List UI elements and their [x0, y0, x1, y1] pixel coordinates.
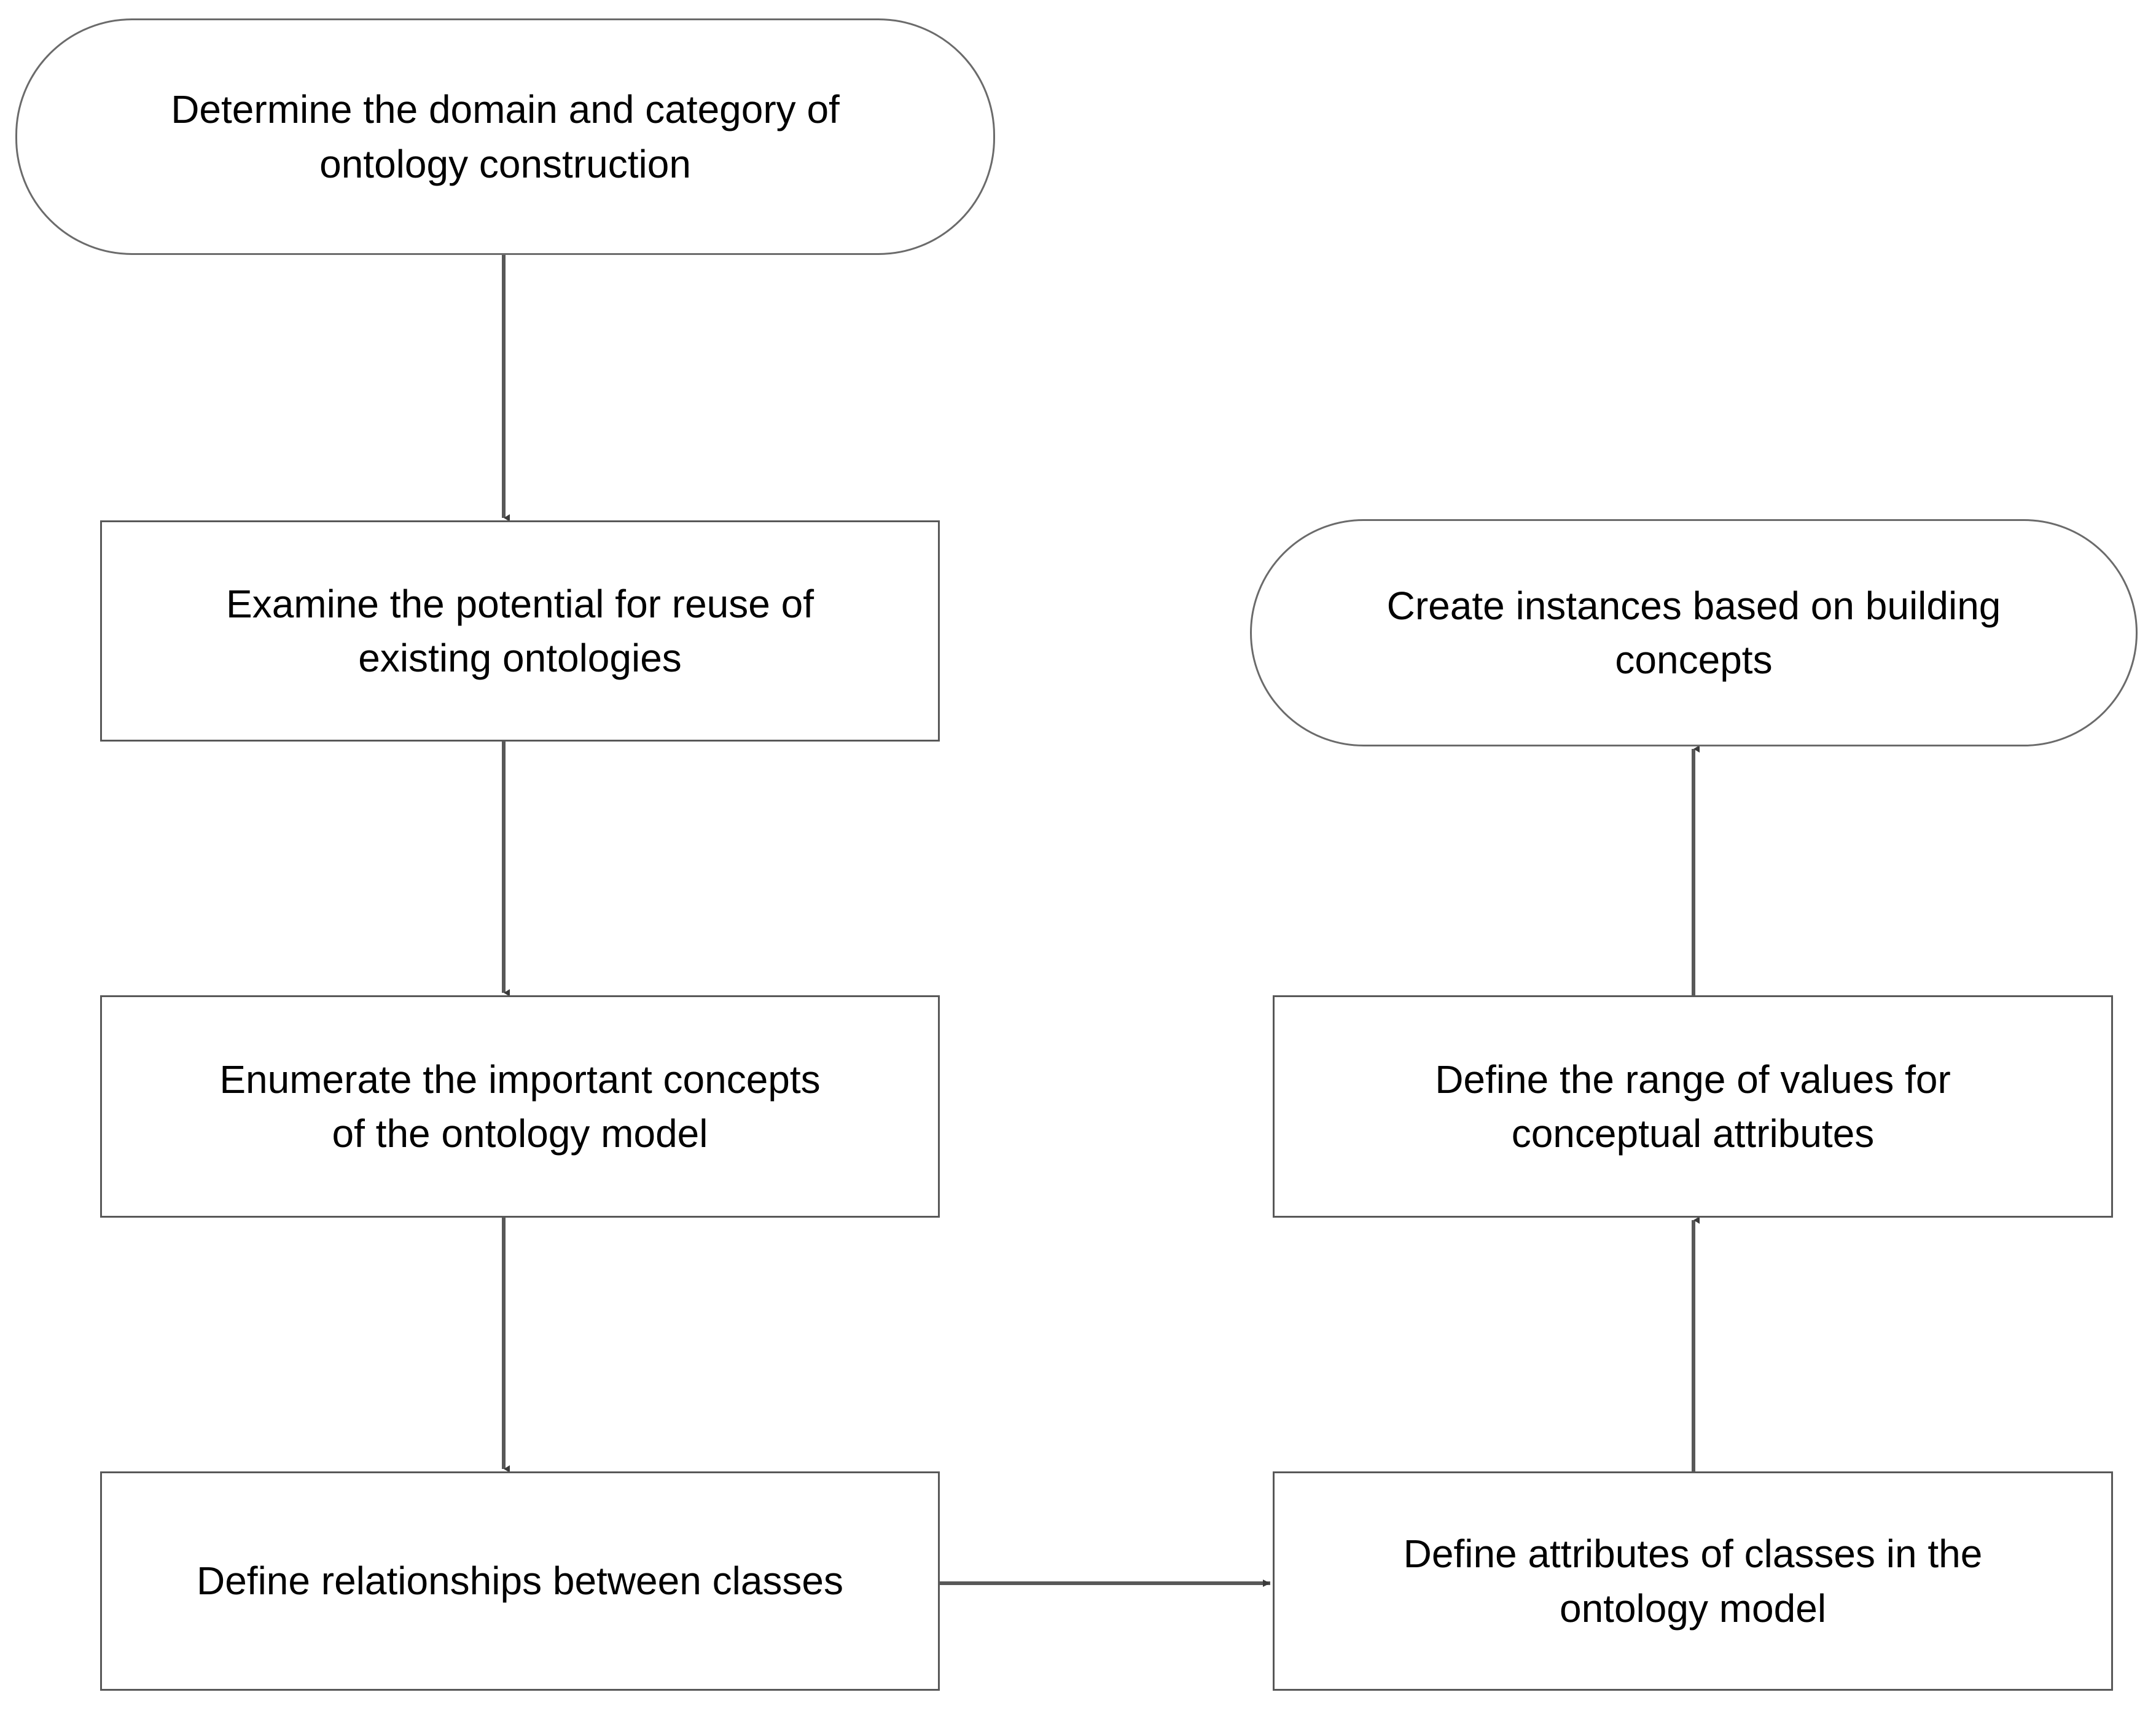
node-label: Create instances based on building conce… — [1386, 583, 2001, 682]
node-label: Determine the domain and category of ont… — [171, 87, 840, 186]
node-enumerate-concepts[interactable]: Enumerate the important concepts of the … — [100, 995, 940, 1218]
node-label: Define the range of values for conceptua… — [1435, 1057, 1951, 1156]
node-label: Enumerate the important concepts of the … — [219, 1057, 821, 1156]
node-label: Define relationships between classes — [196, 1559, 844, 1603]
node-define-value-range[interactable]: Define the range of values for conceptua… — [1273, 995, 2113, 1218]
node-determine-domain[interactable]: Determine the domain and category of ont… — [15, 18, 995, 255]
node-create-instances[interactable]: Create instances based on building conce… — [1250, 519, 2138, 746]
node-define-relationships[interactable]: Define relationships between classes — [100, 1471, 940, 1691]
node-define-attributes[interactable]: Define attributes of classes in the onto… — [1273, 1471, 2113, 1691]
node-label: Examine the potential for reuse of exist… — [226, 581, 814, 680]
node-examine-reuse[interactable]: Examine the potential for reuse of exist… — [100, 520, 940, 742]
node-label: Define attributes of classes in the onto… — [1403, 1532, 1983, 1631]
